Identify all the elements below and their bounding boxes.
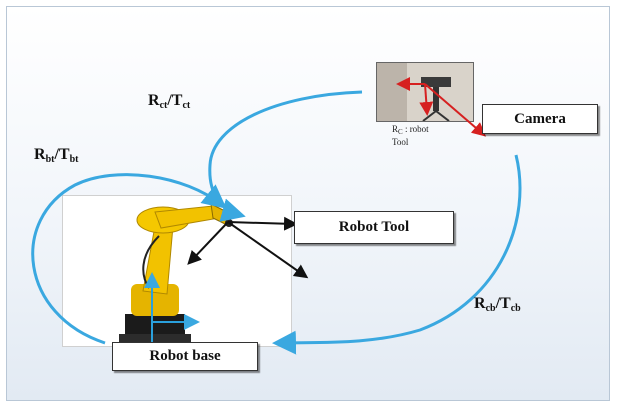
- camera-frame-note: RC : robot Tool: [392, 124, 429, 147]
- tripod-leg-left: [422, 110, 437, 122]
- arc-camera-to-tool: [208, 90, 363, 222]
- robot-foot: [119, 334, 191, 344]
- robot-base-label-box: Robot base: [112, 342, 258, 371]
- camera-axis-y: [419, 83, 434, 116]
- robot-tool-label-box: Robot Tool: [294, 211, 454, 244]
- transform-label-ct: Rct/Tct: [148, 92, 191, 111]
- arc-base-to-tool: [31, 173, 227, 345]
- arc-camera-to-base: [272, 154, 522, 355]
- camera-label: Camera: [514, 110, 566, 127]
- tool-axis-x: [227, 216, 298, 231]
- transform-label-bt: Rbt/Tbt: [34, 146, 79, 165]
- camera-body: [421, 77, 451, 87]
- tripod-column: [433, 87, 439, 111]
- tool-axis-y: [187, 221, 229, 265]
- camera-label-box: Camera: [482, 104, 598, 134]
- camera-axis-z: [424, 83, 487, 137]
- camera-photo-wall: [377, 63, 407, 121]
- robot-base-label: Robot base: [149, 348, 221, 364]
- robot-tool-label: Robot Tool: [338, 219, 410, 235]
- tool-axis-z: [227, 221, 309, 279]
- transform-label-cb: Rcb/Tcb: [474, 295, 521, 314]
- tripod-leg-right: [435, 110, 450, 122]
